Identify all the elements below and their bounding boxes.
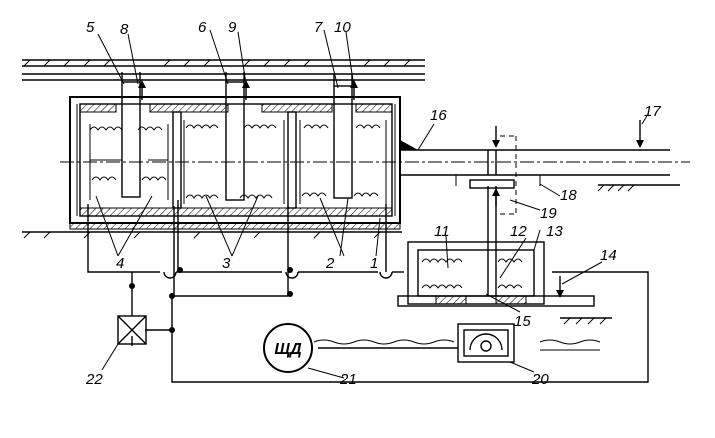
callout-8: 8	[120, 21, 129, 38]
callout-19: 19	[540, 205, 557, 222]
callout-16: 16	[430, 107, 447, 124]
callout-14: 14	[600, 247, 617, 264]
callout-12: 12	[510, 223, 527, 240]
vessel-body	[69, 96, 401, 230]
electrode-6	[225, 72, 245, 201]
callout-5: 5	[86, 19, 95, 36]
callout-labels: 1 2 3 4 5 6 7 8 9 10 11 12 13 14 15 16 1…	[85, 19, 661, 388]
bath-assembly	[397, 179, 612, 325]
callout-4: 4	[116, 255, 124, 272]
electrode-7	[333, 74, 353, 199]
junction-dots	[129, 267, 293, 333]
callout-17: 17	[644, 103, 661, 120]
panel-circle	[263, 323, 313, 373]
callout-9: 9	[228, 19, 237, 36]
electrode-5	[121, 72, 141, 198]
panel-label: ЩД	[274, 341, 302, 358]
callout-18: 18	[560, 187, 577, 204]
signal-lines	[313, 339, 601, 351]
callout-6: 6	[198, 19, 207, 36]
callout-10: 10	[334, 19, 351, 36]
callout-21: 21	[339, 371, 357, 388]
callout-7: 7	[314, 19, 323, 36]
floor	[22, 231, 402, 239]
callout-3: 3	[222, 255, 231, 272]
callout-1: 1	[370, 255, 378, 272]
callout-15: 15	[514, 313, 531, 330]
callout-2: 2	[325, 255, 335, 272]
shaft	[60, 120, 690, 215]
gauge-device	[457, 323, 515, 363]
leader-lines	[95, 29, 649, 379]
callout-13: 13	[546, 223, 563, 240]
heater-coils	[89, 124, 381, 199]
wiring	[87, 200, 649, 383]
controller-box	[117, 315, 147, 345]
callout-11: 11	[434, 223, 450, 240]
callout-20: 20	[531, 371, 549, 388]
callout-22: 22	[85, 371, 103, 388]
